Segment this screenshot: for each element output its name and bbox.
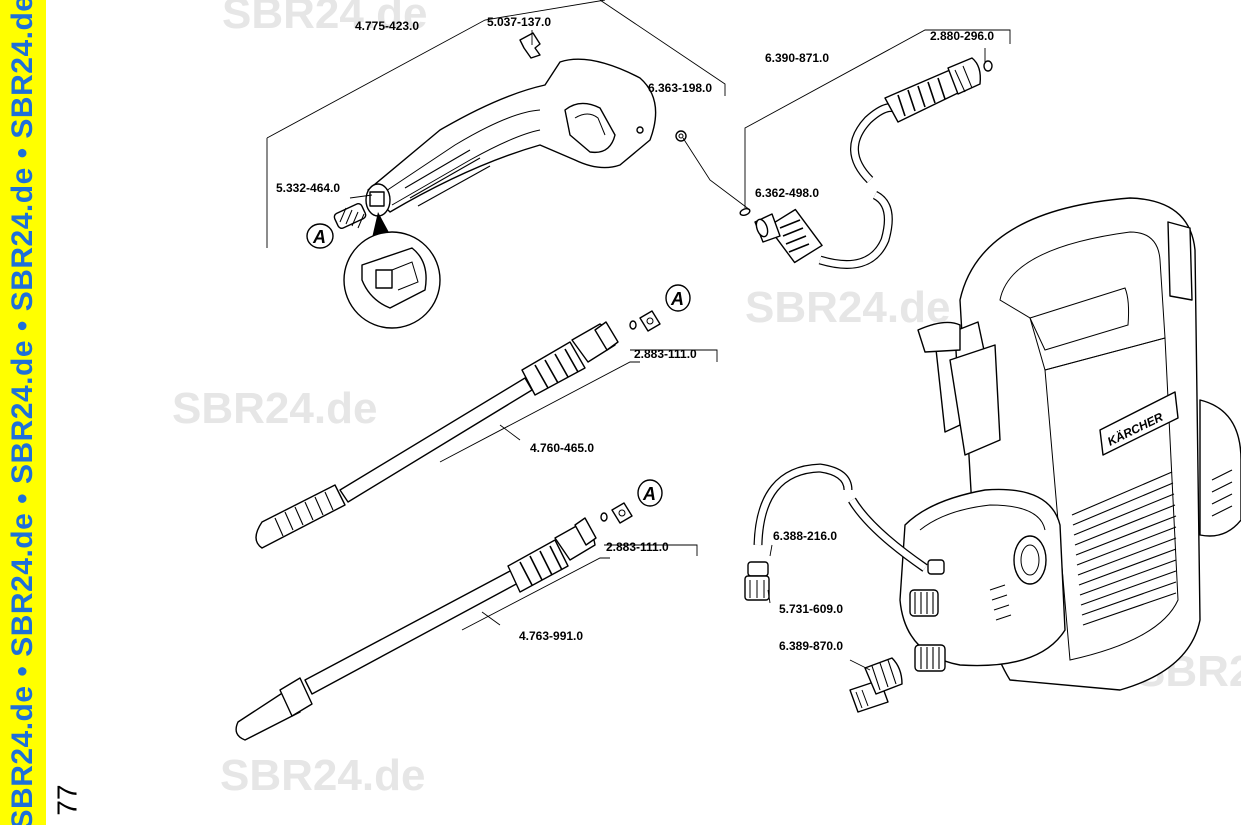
part-number-label: 4.763-991.0 xyxy=(519,629,583,643)
watermark: SBR24.de xyxy=(220,751,425,800)
pressure-washer-unit: KÄRCHER xyxy=(899,197,1241,691)
part-number-label: 5.332-464.0 xyxy=(276,181,340,195)
part-number-label: 6.389-870.0 xyxy=(779,639,843,653)
spring xyxy=(333,203,367,229)
detail-view xyxy=(343,212,441,329)
spray-lance-top xyxy=(255,310,661,549)
svg-text:A: A xyxy=(642,484,656,504)
part-number-label: 2.883-111.0 xyxy=(634,347,697,361)
svg-text:A: A xyxy=(312,227,326,247)
part-number-label: 5.731-609.0 xyxy=(779,602,843,616)
part-number-label: 6.390-871.0 xyxy=(765,51,829,65)
clip xyxy=(519,32,541,59)
part-number-label: 6.388-216.0 xyxy=(773,529,837,543)
part-number-label: 5.037-137.0 xyxy=(487,15,551,29)
reference-marker-a: A xyxy=(306,223,334,249)
part-number-label: 6.362-498.0 xyxy=(755,186,819,200)
reference-marker-a: A xyxy=(637,479,663,507)
trigger-gun xyxy=(365,58,657,217)
filter xyxy=(744,561,770,601)
part-number-label: 6.363-198.0 xyxy=(648,81,712,95)
reference-marker-a: A xyxy=(665,284,691,312)
svg-text:A: A xyxy=(670,289,684,309)
part-number-label: 4.775-423.0 xyxy=(355,19,419,33)
high-pressure-hose xyxy=(739,57,993,269)
part-number-label: 2.880-296.0 xyxy=(930,29,994,43)
nut xyxy=(675,130,687,142)
sidebar-watermark-strip: • SBR24.de • SBR24.de • SBR24.de • SBR24… xyxy=(0,0,46,825)
suction-hose xyxy=(753,463,928,572)
part-number-label: 4.760-465.0 xyxy=(530,441,594,455)
watermark: SBR24.de xyxy=(172,384,377,433)
watermark: SBR24.de xyxy=(745,283,950,332)
leader-lines xyxy=(266,0,1011,671)
watermark: SBR24.de xyxy=(222,0,427,38)
part-number-label: 2.883-111.0 xyxy=(606,540,669,554)
hose-coupling xyxy=(849,657,903,713)
spray-lance-bottom xyxy=(235,502,633,741)
